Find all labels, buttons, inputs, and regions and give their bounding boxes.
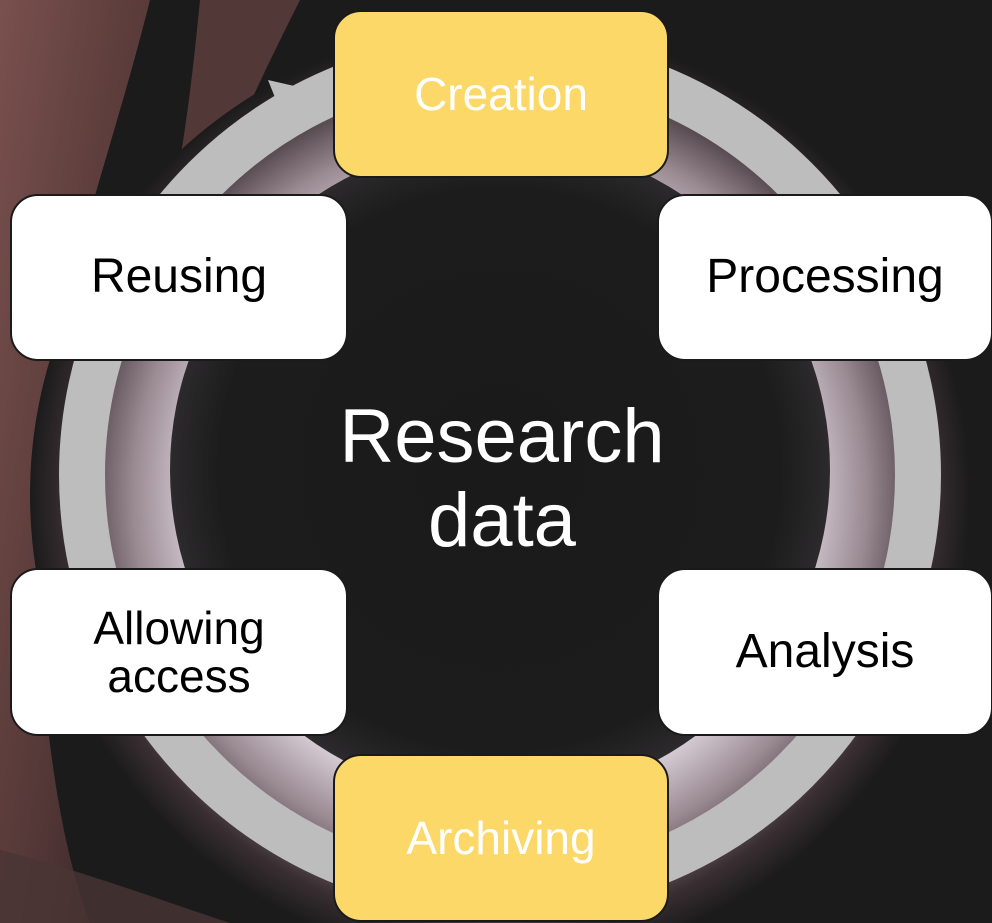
stage-reusing-label: Reusing	[90, 250, 268, 304]
center-title: Research data	[300, 395, 704, 562]
stage-allowing-access-line1: Allowing	[93, 601, 265, 654]
stage-allowing-access: Allowing access	[10, 568, 348, 736]
stage-allowing-access-line2: access	[107, 650, 251, 702]
stage-reusing: Reusing	[10, 194, 348, 361]
stage-creation: Creation	[333, 10, 669, 178]
stage-archiving-label: Archiving	[406, 811, 596, 864]
cycle-arrowhead	[268, 80, 338, 135]
stage-creation-label: Creation	[414, 67, 588, 120]
center-title-line1: Research	[339, 394, 665, 479]
stage-analysis-label: Analysis	[735, 624, 915, 678]
stage-archiving: Archiving	[333, 754, 669, 922]
stage-processing-label: Processing	[706, 250, 944, 304]
stage-analysis: Analysis	[657, 568, 992, 736]
stage-processing: Processing	[657, 194, 992, 361]
center-title-line2: data	[428, 477, 576, 563]
